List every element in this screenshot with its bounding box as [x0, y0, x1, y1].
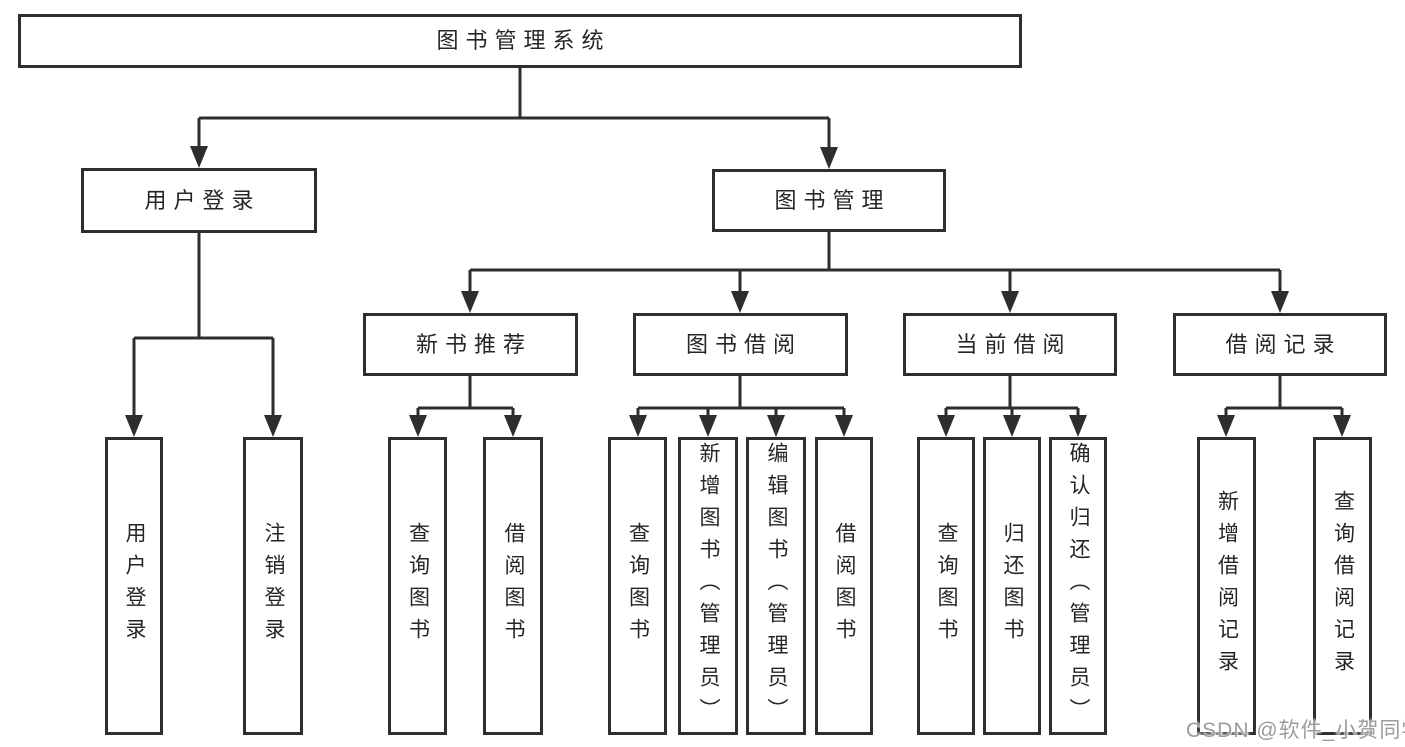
csdn-watermark: CSDN @软件_小贺同学 [1186, 719, 1405, 742]
leaf-borrow-borrow-books: 借阅图书 [815, 437, 873, 735]
leaf-records-query-record: 查询借阅记录 [1313, 437, 1372, 735]
node-book-management: 图书管理 [712, 169, 946, 232]
node-new-book-recommend: 新书推荐 [363, 313, 578, 376]
connector-root-to-level2 [190, 68, 838, 169]
node-user-login: 用户登录 [81, 168, 317, 233]
node-book-borrow: 图书借阅 [633, 313, 848, 376]
connector-book-mgmt-sections [461, 232, 1289, 313]
leaf-current-query-books: 查询图书 [917, 437, 975, 735]
node-current-borrow: 当前借阅 [903, 313, 1117, 376]
node-library-system: 图书管理系统 [18, 14, 1022, 68]
leaf-borrow-query-books: 查询图书 [608, 437, 667, 735]
leaf-borrow-edit-books-admin: 编辑图书（管理员） [746, 437, 806, 735]
node-borrow-records: 借阅记录 [1173, 313, 1387, 376]
connector-current-borrow-children [937, 376, 1087, 437]
leaf-logout: 注销登录 [243, 437, 303, 735]
connector-user-login-children [125, 233, 282, 437]
leaf-borrow-add-books-admin: 新增图书（管理员） [678, 437, 738, 735]
leaf-current-confirm-return-admin: 确认归还（管理员） [1049, 437, 1107, 735]
connector-new-book-children [409, 376, 522, 437]
connector-borrow-records-children [1217, 376, 1351, 437]
leaf-current-return-books: 归还图书 [983, 437, 1041, 735]
leaf-user-login: 用户登录 [105, 437, 163, 735]
leaf-records-add-record: 新增借阅记录 [1197, 437, 1256, 735]
leaf-recommend-borrow-books: 借阅图书 [483, 437, 543, 735]
leaf-recommend-query-books: 查询图书 [388, 437, 447, 735]
connector-book-borrow-children [629, 376, 853, 437]
